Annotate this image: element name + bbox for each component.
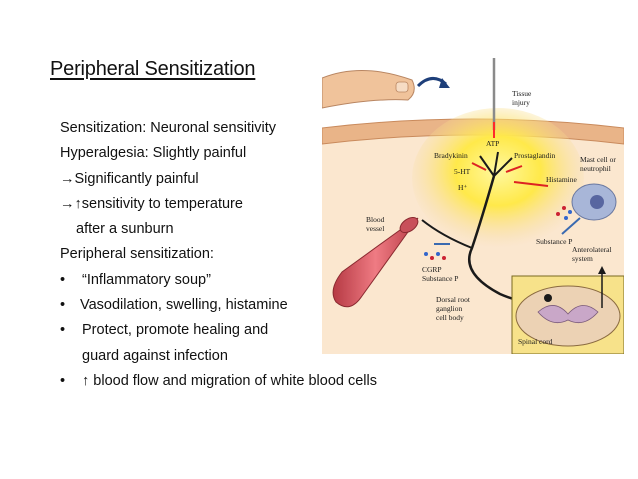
bullet-icon: • [60,322,66,339]
nerve-branch [421,219,473,249]
bullet-icon: • [60,297,66,314]
blood-vessel [332,217,419,308]
svg-text:system: system [572,254,593,263]
label-blood-vessel: Blood [366,215,385,224]
bullet-icon: • [60,372,66,389]
sensitization-illustration: Tissue injury ATP Bradykinin Prostagland… [322,58,624,354]
slide-body: Sensitization: Neuronal sensitivity Hype… [60,116,377,394]
finger-icon [322,70,415,109]
bullet-blood-flow: •↑ blood flow and migration of white blo… [60,369,377,394]
line-significantly-painful: →Significantly painful [60,170,199,187]
drg-cell-body [544,294,552,302]
svg-text:cell body: cell body [436,313,464,322]
svg-text:ganglion: ganglion [436,304,462,313]
bullet-vasodilation: •Vasodilation, swelling, histamine [60,293,377,318]
bullet-protect-cont: guard against infection [82,347,228,364]
label-histamine: Histamine [546,175,577,184]
label-atp: ATP [486,139,499,148]
label-substance-p: Substance P [536,237,572,246]
arrow-right-icon: → [60,170,75,187]
inflammation-glow [412,108,584,248]
svg-text:neutrophil: neutrophil [580,164,611,173]
line-sensitization: Sensitization: Neuronal sensitivity [60,120,276,136]
svg-text:Substance P: Substance P [422,274,458,283]
label-5ht: 5-HT [454,167,471,176]
label-tissue-injury: Tissue [512,89,532,98]
label-dorsal-root: Dorsal root [436,295,471,304]
nerve-endings [479,151,513,177]
svg-text:vessel: vessel [366,224,384,233]
label-h-plus: H⁺ [458,183,467,192]
svg-text:injury: injury [512,98,530,107]
line-temperature: →↑sensitivity to temperature [60,195,243,212]
line-hyperalgesia: Hyperalgesia: Slightly painful [60,145,247,162]
line-sunburn: after a sunburn [76,221,174,238]
bullet-protect: •Protect, promote healing and [60,318,377,343]
substance-p-arrow-icon [561,217,581,235]
label-bradykinin: Bradykinin [434,151,468,160]
label-prostaglandin: Prostaglandin [514,151,555,160]
label-anterolateral: Anterolateral [572,245,612,254]
bullet-inflammatory-soup: •“Inflammatory soup” [60,268,377,293]
bullet-icon: • [60,271,66,288]
label-mast-cell: Mast cell or [580,155,616,164]
fingernail [395,81,409,93]
label-cgrp: CGRP [422,265,442,274]
arrow-up-icon: →↑ [60,195,82,212]
histamine-arrow-icon [513,181,549,187]
line-peripheral-heading: Peripheral sensitization: [60,246,214,263]
label-spinal-cord: Spinal cord [518,337,553,346]
slide-title: Peripheral Sensitization [50,58,256,80]
